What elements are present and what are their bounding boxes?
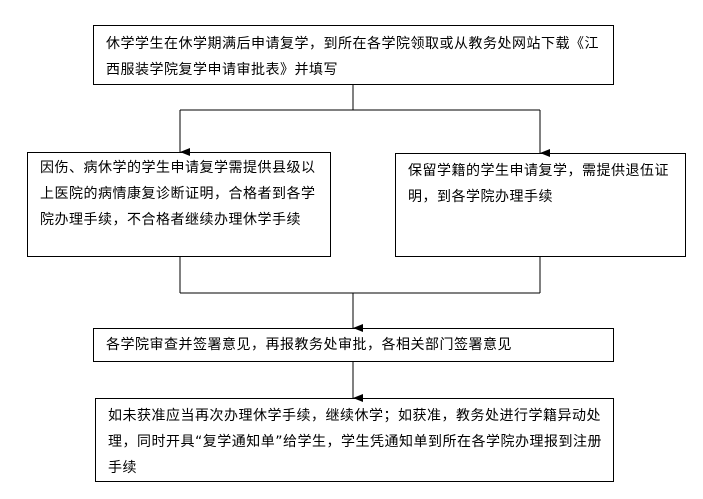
step-start-box: 休学学生在休学期满后申请复学，到所在各学院领取或从教务处网站下载《江西服装学院复… <box>93 25 614 85</box>
step-illness-box: 因伤、病休学的学生申请复学需提供县级以上医院的病情康复诊断证明，合格者到各学院办… <box>27 152 331 257</box>
step-review-box: 各学院审查并签署意见，再报教务处审批，各相关部门签署意见 <box>93 328 614 362</box>
step-result-box: 如未获准应当再次办理休学手续，继续休学；如获准，教务处进行学籍异动处理，同时开具… <box>95 398 614 482</box>
step-retained-box: 保留学籍的学生申请复学，需提供退伍证明，到各学院办理手续 <box>395 153 686 257</box>
